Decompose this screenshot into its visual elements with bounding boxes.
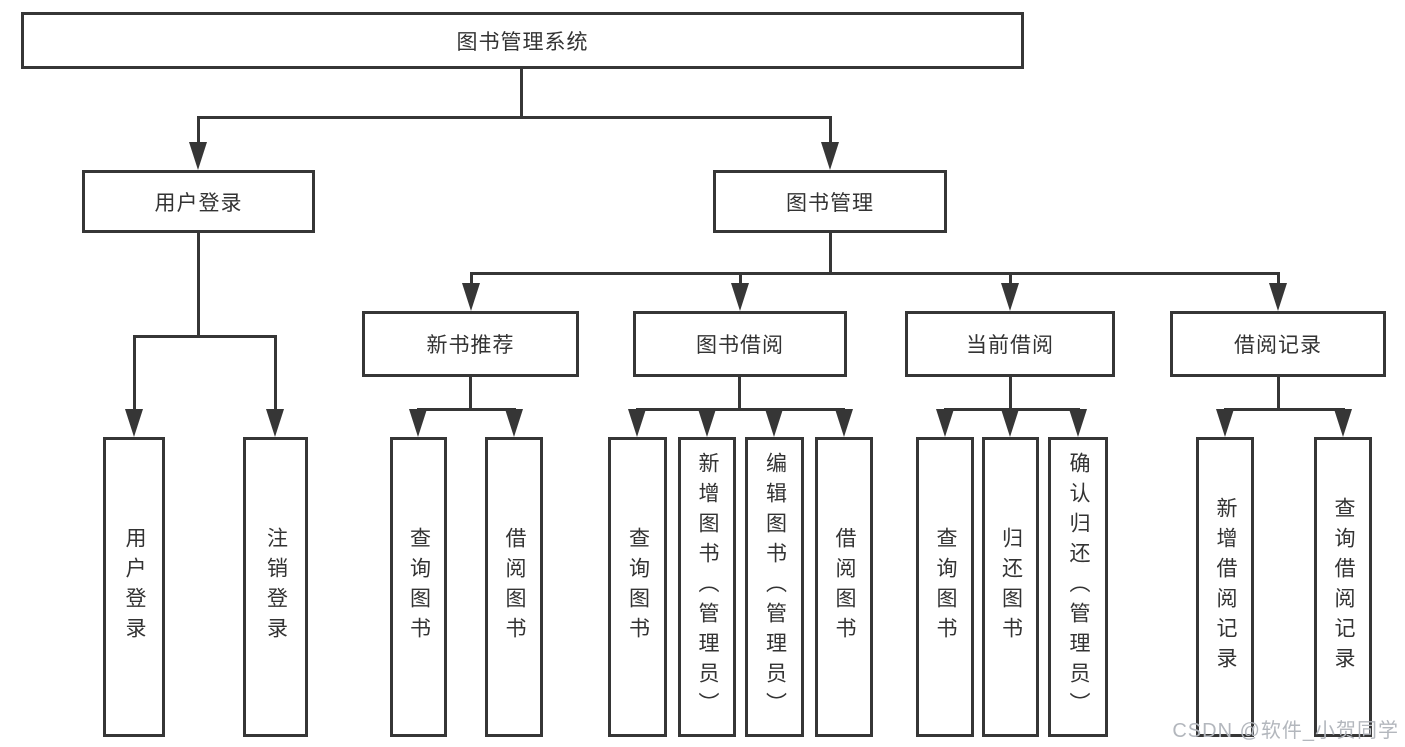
arrow-book-mgmt <box>821 142 839 170</box>
connector-br-stem <box>1277 377 1280 410</box>
connector-bb-hline <box>636 408 845 411</box>
arrow-borrow-record <box>1269 283 1287 311</box>
arrow-cb-query <box>936 409 954 437</box>
arrow-nbr-borrow <box>505 409 523 437</box>
connector-nbr-hline <box>417 408 516 411</box>
csdn-watermark: CSDN @软件_小贺同学 <box>1172 720 1399 742</box>
connector-drop-ul-login <box>133 335 136 411</box>
node-br-add-record: 新增借阅记录 <box>1196 437 1254 737</box>
node-cb-confirm-return-label: 确认归还（管理员） <box>1067 452 1091 722</box>
node-borrow-record-label: 借阅记录 <box>1234 334 1322 357</box>
node-nbr-query-book-label: 查询图书 <box>407 527 431 647</box>
node-bb-add-book-label: 新增图书（管理员） <box>696 452 720 722</box>
node-borrow-record: 借阅记录 <box>1170 311 1386 377</box>
node-cb-query-book-label: 查询图书 <box>934 527 958 647</box>
node-bb-query-book: 查询图书 <box>608 437 667 737</box>
connector-drop-borrow-record <box>1277 272 1280 286</box>
node-book-borrow-label: 图书借阅 <box>696 334 784 357</box>
node-ul-logout-label: 注销登录 <box>264 527 288 647</box>
node-bb-borrow-book: 借阅图书 <box>815 437 873 737</box>
arrow-cb-return <box>1001 409 1019 437</box>
node-user-login: 用户登录 <box>82 170 315 233</box>
node-bb-add-book: 新增图书（管理员） <box>678 437 736 737</box>
node-root: 图书管理系统 <box>21 12 1024 69</box>
arrow-bb-borrow <box>835 409 853 437</box>
node-br-add-record-label: 新增借阅记录 <box>1214 497 1238 677</box>
node-nbr-borrow-book-label: 借阅图书 <box>503 527 527 647</box>
node-ul-logout: 注销登录 <box>243 437 308 737</box>
arrow-user-login <box>189 142 207 170</box>
arrow-br-query <box>1334 409 1352 437</box>
arrow-bb-edit <box>765 409 783 437</box>
connector-ul-stem <box>197 233 200 337</box>
connector-nbr-stem <box>469 377 472 410</box>
connector-drop-book-mgmt <box>829 116 832 146</box>
arrow-cb-confirm <box>1069 409 1087 437</box>
node-bb-query-book-label: 查询图书 <box>626 527 650 647</box>
node-br-query-record: 查询借阅记录 <box>1314 437 1372 737</box>
connector-bb-stem <box>738 377 741 410</box>
node-book-mgmt-label: 图书管理 <box>786 191 874 215</box>
arrow-new-book-rec <box>462 283 480 311</box>
arrow-book-borrow <box>731 283 749 311</box>
node-ul-user-login-label: 用户登录 <box>123 527 147 647</box>
node-bb-edit-book: 编辑图书（管理员） <box>745 437 804 737</box>
node-bb-edit-book-label: 编辑图书（管理员） <box>763 452 787 722</box>
node-book-mgmt: 图书管理 <box>713 170 947 233</box>
connector-drop-new-book-rec <box>470 272 473 286</box>
node-cb-return-book: 归还图书 <box>982 437 1039 737</box>
node-br-query-record-label: 查询借阅记录 <box>1332 497 1356 677</box>
connector-drop-book-borrow <box>739 272 742 286</box>
node-new-book-rec: 新书推荐 <box>362 311 579 377</box>
arrow-current-borrow <box>1001 283 1019 311</box>
connector-br-hline <box>1224 408 1345 411</box>
node-nbr-query-book: 查询图书 <box>390 437 447 737</box>
arrow-ul-logout <box>266 409 284 437</box>
node-new-book-rec-label: 新书推荐 <box>426 334 515 357</box>
node-current-borrow-label: 当前借阅 <box>966 334 1054 357</box>
node-cb-return-book-label: 归还图书 <box>999 527 1023 647</box>
arrow-bb-add <box>698 409 716 437</box>
connector-bm-hline <box>470 272 1279 275</box>
arrow-br-add <box>1216 409 1234 437</box>
arrow-bb-query <box>628 409 646 437</box>
arrow-ul-login <box>125 409 143 437</box>
connector-cb-stem <box>1009 377 1012 410</box>
node-book-borrow: 图书借阅 <box>633 311 847 377</box>
connector-root-stem <box>520 69 523 117</box>
arrow-nbr-query <box>409 409 427 437</box>
connector-drop-user-login <box>197 116 200 146</box>
node-user-login-label: 用户登录 <box>154 191 243 215</box>
node-cb-query-book: 查询图书 <box>916 437 974 737</box>
node-ul-user-login: 用户登录 <box>103 437 165 737</box>
connector-ul-hline <box>133 335 277 338</box>
node-current-borrow: 当前借阅 <box>905 311 1115 377</box>
connector-drop-current-borrow <box>1009 272 1012 286</box>
node-root-label: 图书管理系统 <box>456 30 589 54</box>
node-bb-borrow-book-label: 借阅图书 <box>833 527 857 647</box>
connector-root-hline <box>197 116 831 119</box>
node-nbr-borrow-book: 借阅图书 <box>485 437 543 737</box>
connector-drop-ul-logout <box>274 335 277 411</box>
node-cb-confirm-return: 确认归还（管理员） <box>1048 437 1108 737</box>
connector-bm-stem <box>829 233 832 274</box>
